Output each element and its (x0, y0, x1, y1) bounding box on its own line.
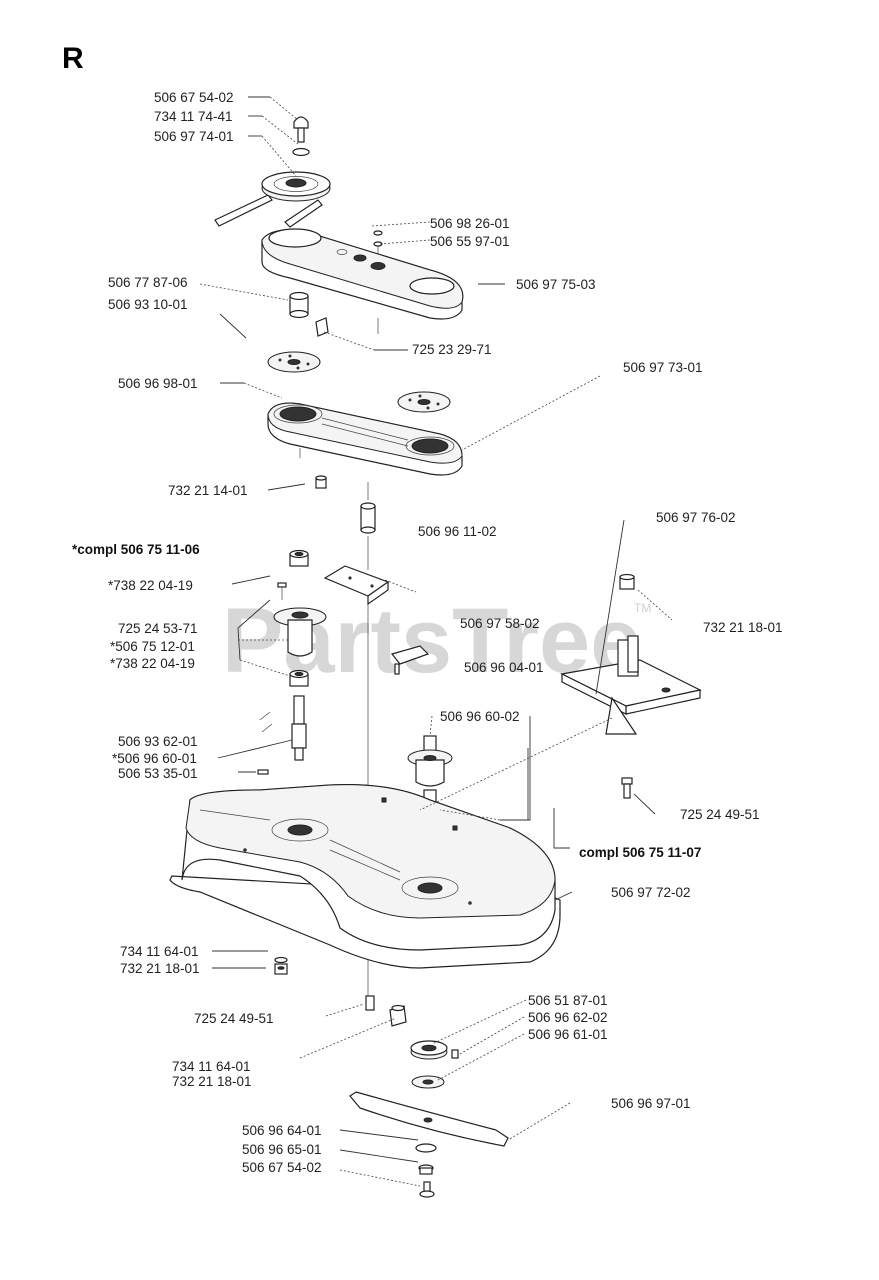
label-506-96-11-02: 506 96 11-02 (418, 524, 497, 539)
label-506-96-65-01: 506 96 65-01 (242, 1142, 322, 1157)
nut-732-21-14 (315, 475, 327, 489)
label-506-55-97-01: 506 55 97-01 (430, 234, 510, 249)
label-732-21-14-01: 732 21 14-01 (168, 483, 248, 498)
spindle-assembly-right (407, 735, 453, 807)
screw-small (277, 582, 287, 600)
top-bolt (292, 116, 310, 157)
label-506-96-61-01: 506 96 61-01 (528, 1027, 608, 1042)
under-deck-parts-left (274, 956, 407, 1027)
upper-cover (261, 228, 464, 334)
label-506-96-64-01: 506 96 64-01 (242, 1123, 322, 1138)
blade-adapter (410, 1040, 459, 1089)
pulley-disc-left (267, 351, 321, 373)
label-506-97-58-02: 506 97 58-02 (460, 616, 540, 631)
leader-lines (199, 96, 673, 1187)
pin-small (257, 769, 269, 775)
label-506-96-60-01: *506 96 60-01 (112, 751, 197, 766)
parts-drawings (169, 116, 702, 1198)
label-725-24-49-51-right: 725 24 49-51 (680, 807, 760, 822)
bearing-upper (289, 549, 309, 567)
top-pulley (214, 171, 331, 228)
bolt-right (621, 777, 633, 799)
label-725-24-53-71: 725 24 53-71 (118, 621, 198, 636)
label-compl-506-75-11-07: compl 506 75 11-07 (579, 845, 701, 860)
bracket-small (390, 645, 430, 675)
nut-right (619, 573, 635, 590)
label-506-96-62-02: 506 96 62-02 (528, 1010, 608, 1025)
label-506-96-98-01: 506 96 98-01 (118, 376, 198, 391)
label-506-75-12-01: *506 75 12-01 (110, 639, 195, 654)
tension-plate (560, 635, 702, 735)
label-506-93-62-01: 506 93 62-01 (118, 734, 198, 749)
label-506-97-76-02: 506 97 76-02 (656, 510, 736, 525)
label-506-93-10-01: 506 93 10-01 (108, 297, 188, 312)
part-labels: 506 67 54-02 734 11 74-41 506 97 74-01 5… (72, 90, 783, 1175)
label-506-51-87-01: 506 51 87-01 (528, 993, 608, 1008)
label-506-97-75-03: 506 97 75-03 (516, 277, 596, 292)
key-pin (315, 317, 329, 337)
label-506-98-26-01: 506 98 26-01 (430, 216, 510, 231)
watermark-trademark: TM (634, 601, 651, 615)
spindle-shaft (259, 695, 307, 761)
label-725-23-29-71: 725 23 29-71 (412, 342, 492, 357)
blade (349, 1091, 509, 1147)
blade-hardware (415, 1143, 437, 1198)
label-506-53-35-01: 506 53 35-01 (118, 766, 198, 781)
label-compl-506-75-11-06: *compl 506 75 11-06 (72, 542, 200, 557)
label-506-97-74-01: 506 97 74-01 (154, 129, 234, 144)
bearing-lower (289, 669, 309, 687)
mower-deck (169, 784, 561, 969)
label-506-96-60-02: 506 96 60-02 (440, 709, 520, 724)
label-506-77-87-06: 506 77 87-06 (108, 275, 188, 290)
label-506-97-72-02: 506 97 72-02 (611, 885, 691, 900)
label-734-11-64-01-a: 734 11 64-01 (120, 944, 199, 959)
section-letter: R (62, 42, 84, 75)
label-732-21-18-01-b: 732 21 18-01 (172, 1074, 252, 1089)
label-506-96-97-01: 506 96 97-01 (611, 1096, 691, 1111)
label-725-24-49-51-left: 725 24 49-51 (194, 1011, 274, 1026)
label-506-67-54-02-bottom: 506 67 54-02 (242, 1160, 322, 1175)
lower-housing (267, 402, 463, 476)
label-738-22-04-19-b: *738 22 04-19 (110, 656, 195, 671)
label-734-11-74-41: 734 11 74-41 (154, 109, 233, 124)
label-738-22-04-19-a: *738 22 04-19 (108, 578, 193, 593)
label-732-21-18-01-right: 732 21 18-01 (703, 620, 783, 635)
small-washers-top (373, 230, 383, 258)
bracket-plate (323, 565, 390, 606)
label-734-11-64-01-b: 734 11 64-01 (172, 1059, 251, 1074)
label-506-97-73-01: 506 97 73-01 (623, 360, 703, 375)
label-506-67-54-02: 506 67 54-02 (154, 90, 234, 105)
spindle-housing (273, 607, 327, 657)
bushing-upper (289, 291, 309, 319)
label-506-96-04-01: 506 96 04-01 (464, 660, 544, 675)
pulley-disc-right (397, 391, 451, 413)
spacer-tube (360, 502, 376, 534)
label-732-21-18-01-a: 732 21 18-01 (120, 961, 200, 976)
